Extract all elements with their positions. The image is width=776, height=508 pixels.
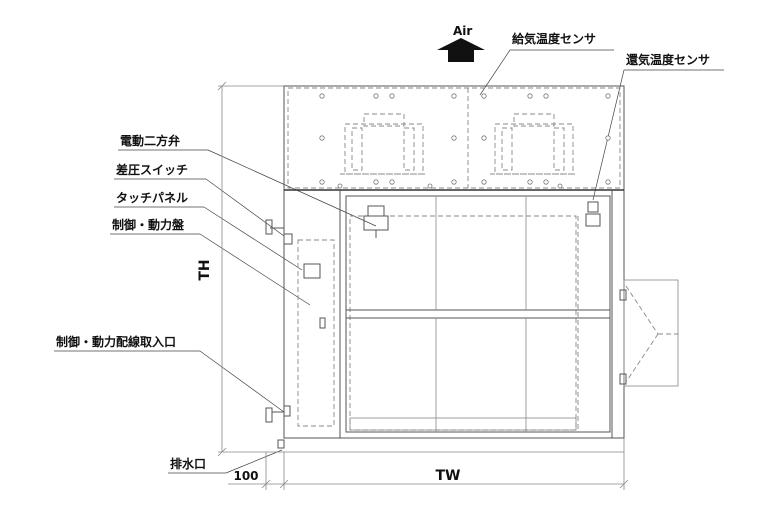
- wiring-inlet-label: 制御・動力配線取入口: [56, 334, 176, 349]
- height-dimension-label: TH: [197, 259, 213, 280]
- drain-icon: [277, 439, 285, 449]
- two-way-valve-icon: [363, 205, 389, 238]
- return-temp-sensor-label: 還気温度センサ: [626, 52, 710, 67]
- supply-sensor-leader: [479, 49, 511, 96]
- control-panel-box: [297, 239, 335, 427]
- control-panel-label: 制御・動力盤: [112, 217, 185, 232]
- height-dimension: [217, 81, 284, 457]
- diff-pressure-switch-icon: [265, 219, 293, 245]
- touch-panel-label: タッチパネル: [116, 191, 188, 205]
- width-dimension-label: TW: [436, 468, 461, 484]
- wiring-inlet-icon: [265, 405, 291, 423]
- air-arrow-icon: [437, 38, 485, 62]
- return-duct: [619, 279, 679, 387]
- unit-casing: [283, 85, 625, 439]
- offset-dimension-label: 100: [233, 469, 258, 483]
- return-temp-sensor-icon: [585, 201, 601, 227]
- width-dimension: [228, 438, 629, 490]
- coil-section: [345, 195, 611, 433]
- left-leaders: [54, 149, 377, 474]
- return-sensor-leader: [592, 69, 625, 201]
- fan-right: [490, 113, 578, 175]
- top-bolts: [319, 93, 611, 189]
- supply-temp-sensor-label: 給気温度センサ: [512, 31, 596, 46]
- air-label: Air: [453, 24, 472, 38]
- fan-left: [340, 113, 428, 175]
- two-way-valve-label: 電動二方弁: [120, 133, 180, 148]
- drain-label: 排水口: [170, 456, 206, 471]
- diff-pressure-switch-label: 差圧スイッチ: [115, 162, 188, 177]
